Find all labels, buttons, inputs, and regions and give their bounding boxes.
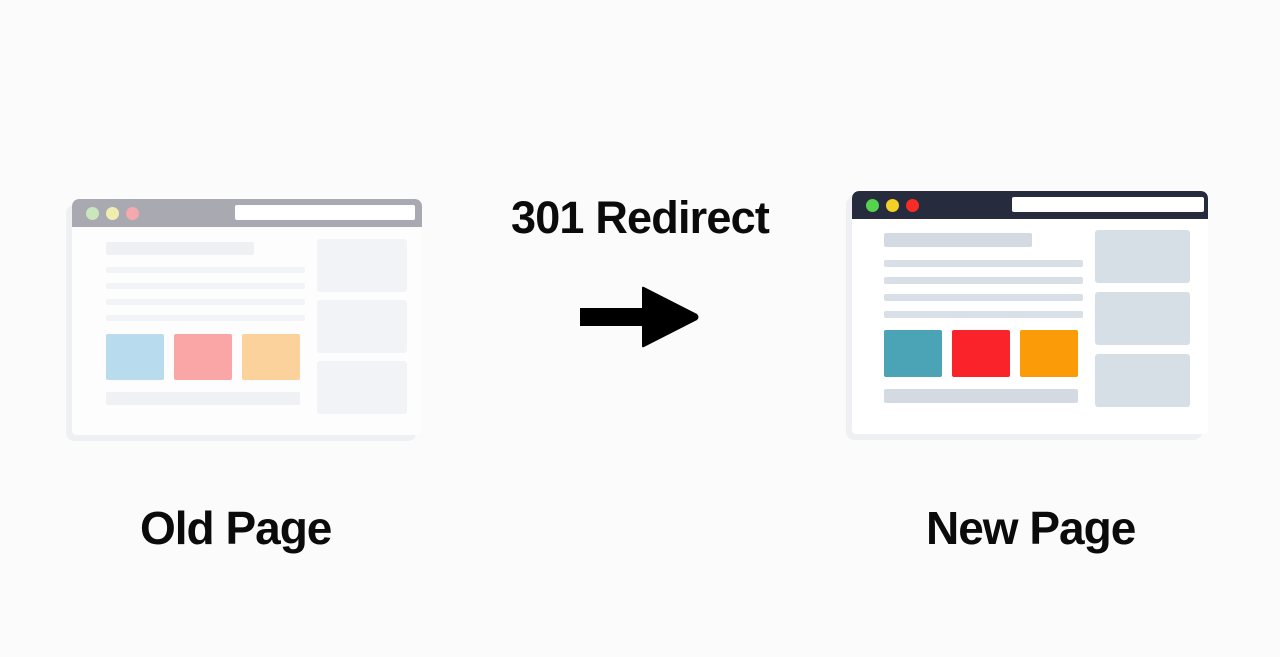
new-page-content (852, 219, 1208, 434)
old-page-browser-window (66, 199, 422, 441)
sidebar-card (1095, 292, 1190, 345)
traffic-light-green-icon (866, 198, 879, 212)
sidebar-card (1095, 230, 1190, 283)
window-body (852, 191, 1208, 434)
traffic-light-red-icon (906, 198, 919, 212)
traffic-light-red-icon (126, 206, 139, 220)
text-line (106, 283, 305, 289)
content-block-teal (884, 330, 942, 377)
traffic-light-dots (86, 206, 139, 220)
sidebar-card (317, 239, 407, 292)
text-line (884, 277, 1083, 284)
text-line (884, 260, 1083, 267)
text-line (106, 299, 305, 305)
text-line (884, 294, 1083, 301)
heading-placeholder (106, 242, 254, 255)
text-line (884, 311, 1083, 318)
new-page-url-bar[interactable] (1012, 197, 1204, 212)
traffic-light-yellow-icon (886, 198, 899, 212)
heading-placeholder (884, 233, 1032, 247)
footer-placeholder-bar (884, 389, 1078, 403)
sidebar-card (1095, 354, 1190, 407)
footer-placeholder-bar (106, 392, 300, 405)
text-line (106, 267, 305, 273)
redirect-group: 301 Redirect (440, 195, 840, 348)
content-block-peach (242, 334, 300, 380)
old-page-titlebar (72, 199, 422, 227)
traffic-light-yellow-icon (106, 206, 119, 220)
new-page-caption: New Page (926, 502, 1136, 554)
traffic-light-green-icon (86, 206, 99, 220)
old-page-url-bar[interactable] (235, 205, 415, 220)
old-page-caption: Old Page (140, 502, 332, 554)
traffic-light-dots (866, 198, 919, 212)
content-block-blue (106, 334, 164, 380)
window-body (72, 199, 422, 435)
arrow-right-icon (440, 286, 840, 348)
content-block-orange (1020, 330, 1078, 377)
content-block-pink (174, 334, 232, 380)
old-page-content (72, 227, 422, 435)
content-block-red (952, 330, 1010, 377)
new-page-titlebar (852, 191, 1208, 219)
sidebar-card (317, 361, 407, 414)
redirect-title: 301 Redirect (510, 192, 770, 243)
sidebar-card (317, 300, 407, 353)
text-line (106, 315, 305, 321)
new-page-browser-window (846, 191, 1208, 440)
